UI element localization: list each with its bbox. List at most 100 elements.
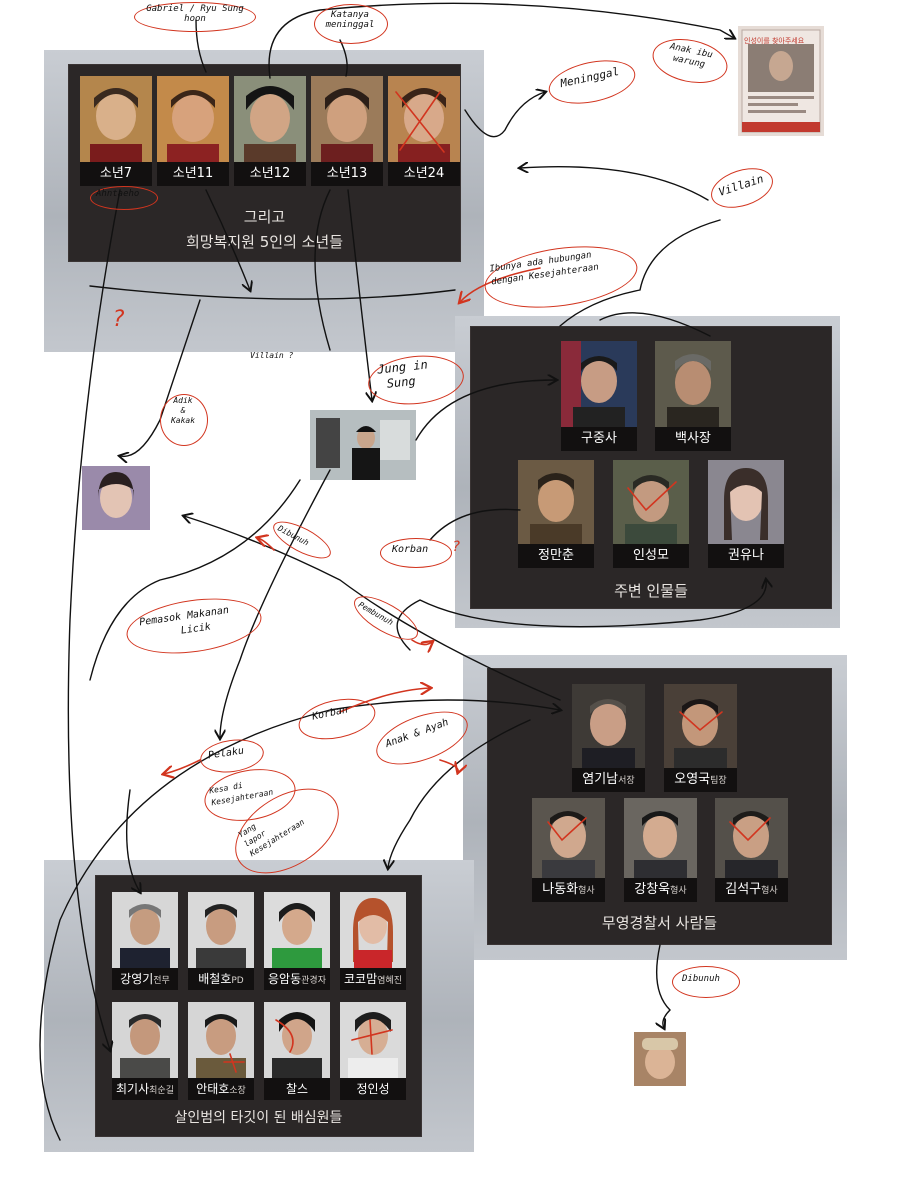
portrait-gujungsa xyxy=(561,341,637,427)
portrait-kwonyuna xyxy=(708,460,784,544)
portrait-charles xyxy=(264,1002,330,1078)
thumb-boy xyxy=(634,1032,686,1086)
portrait-gangchangwook xyxy=(624,798,697,878)
member-name: 김석구 xyxy=(725,882,762,897)
member-name: 염기남 xyxy=(582,772,619,787)
member-card-baeksajang: 백사장 xyxy=(655,341,731,451)
boys-title-line2: 희망복지원 5인의 소년들 xyxy=(185,233,344,251)
member-name: 백사장 xyxy=(675,431,711,446)
member-card-cocomom: 코코맘염혜진 xyxy=(340,892,406,990)
note-qmark-left: ? xyxy=(112,307,126,332)
member-card-baecheolho: 배철호PD xyxy=(188,892,254,990)
member-card-boy12: 소년12 xyxy=(234,76,306,186)
member-card-yeomginam: 염기남서장 xyxy=(572,684,645,792)
member-name: 소년7 xyxy=(99,166,133,181)
note-villain-q: Villain ? xyxy=(250,351,294,361)
member-card-charles: 찰스 xyxy=(264,1002,330,1100)
member-name: 정만춘 xyxy=(538,548,574,563)
member-card-kwonyuna: 권유나 xyxy=(708,460,784,568)
member-name: 응암동 xyxy=(268,972,302,986)
member-role: 형사 xyxy=(670,886,687,896)
member-name: 소년11 xyxy=(172,166,214,181)
member-card-jeonginseong: 정인성 xyxy=(340,1002,406,1100)
portrait-boy13 xyxy=(311,76,383,162)
member-name: 정인성 xyxy=(356,1082,390,1096)
member-name: 강영기 xyxy=(120,972,154,986)
girl-portrait-art xyxy=(82,466,150,530)
portrait-baeksajang xyxy=(655,341,731,427)
member-card-antaeho: 안태호소장 xyxy=(188,1002,254,1100)
member-role: 전무 xyxy=(153,976,170,986)
note-adik-line1: Adik xyxy=(173,396,193,405)
missing-poster-banner: 인성이를 찾아주세요 xyxy=(744,37,805,45)
oval-korban1 xyxy=(380,538,452,568)
redline-anakayah xyxy=(439,759,458,772)
member-name: 구중사 xyxy=(581,431,617,446)
thumb-press-conference xyxy=(310,410,416,480)
note-adik-line2: & xyxy=(180,406,186,415)
surroundings-panel-title: 주변 인물들 xyxy=(614,582,688,600)
member-card-jungmanchun: 정만춘 xyxy=(518,460,594,568)
member-role: 서장 xyxy=(618,776,635,786)
oval-gabriel xyxy=(134,2,256,32)
portrait-kangyoungki xyxy=(112,892,178,968)
note-qmark-left-text: ? xyxy=(112,307,126,332)
thumb-girl xyxy=(82,466,150,530)
targets-panel-title: 살인범의 타깃이 된 배심원들 xyxy=(174,1110,343,1126)
portrait-boy24 xyxy=(388,76,460,162)
member-name: 배철호 xyxy=(198,972,232,986)
member-name: 강창욱 xyxy=(634,882,671,897)
note-jung: Jung in Sung xyxy=(377,357,430,392)
missing-poster: 인성이를 찾아주세요 xyxy=(738,26,824,136)
member-card-boy13: 소년13 xyxy=(311,76,383,186)
portrait-ohyoungguk xyxy=(664,684,737,768)
portrait-inseongmo xyxy=(613,460,689,544)
member-card-boy11: 소년11 xyxy=(157,76,229,186)
portrait-boy7 xyxy=(80,76,152,162)
line-villain xyxy=(520,167,709,201)
note-katanya-text: Katanya meninggal xyxy=(325,10,375,30)
portrait-jungmanchun xyxy=(518,460,594,544)
member-card-gujungsa: 구중사 xyxy=(561,341,637,451)
oval-korban2 xyxy=(294,692,380,746)
member-name: 나동화 xyxy=(542,882,579,897)
member-name: 소년24 xyxy=(403,166,445,181)
note-villain-q-text: Villain ? xyxy=(250,351,294,360)
member-card-ohyoungguk: 오영국팀장 xyxy=(664,684,737,792)
portrait-cocomom xyxy=(340,892,406,968)
member-card-boy24: 소년24 xyxy=(388,76,460,186)
member-name: 최기사 xyxy=(116,1082,150,1096)
note-qmark-right-text: ? xyxy=(452,539,461,555)
boy-portrait-art xyxy=(634,1032,686,1086)
oval-dibunuh2 xyxy=(672,966,740,998)
member-name: 권유나 xyxy=(728,548,764,563)
note-gabriel: Gabriel / Ryu Sung hoon xyxy=(142,4,248,24)
member-card-eungamdong: 응암동관경자 xyxy=(264,892,330,990)
member-name: 안태호 xyxy=(196,1082,230,1096)
member-role: 최순길 xyxy=(149,1086,174,1096)
member-card-kimseokgu: 김석구형사 xyxy=(715,798,788,902)
note-korban1-text: Korban xyxy=(392,544,429,555)
redline-pembunuh xyxy=(411,639,432,645)
portrait-nadonghwa xyxy=(532,798,605,878)
portrait-eungamdong xyxy=(264,892,330,968)
portrait-choigisa xyxy=(112,1002,178,1078)
member-card-kangyoungki: 강영기전무 xyxy=(112,892,178,990)
member-role: 형사 xyxy=(761,886,778,896)
member-card-inseongmo: 인성모 xyxy=(613,460,689,568)
member-card-boy7: 소년7 xyxy=(80,76,152,186)
note-dibunuh2: Dibunuh xyxy=(682,974,720,985)
portrait-antaeho xyxy=(188,1002,254,1078)
portrait-yeomginam xyxy=(572,684,645,768)
note-adik-line3: Kakak xyxy=(170,416,196,425)
oval-katanya xyxy=(314,4,388,44)
note-ahntaeho-text: Ahntaeho xyxy=(96,189,140,199)
member-role: 관경자 xyxy=(301,976,326,986)
note-katanya: Katanya meninggal xyxy=(320,10,380,30)
portrait-baecheolho xyxy=(188,892,254,968)
member-role: 형사 xyxy=(578,886,595,896)
note-dibunuh2-text: Dibunuh xyxy=(682,974,720,984)
member-name: 찰스 xyxy=(285,1082,309,1096)
press-conference-art xyxy=(310,410,416,480)
oval-adik-kakak xyxy=(160,394,208,446)
